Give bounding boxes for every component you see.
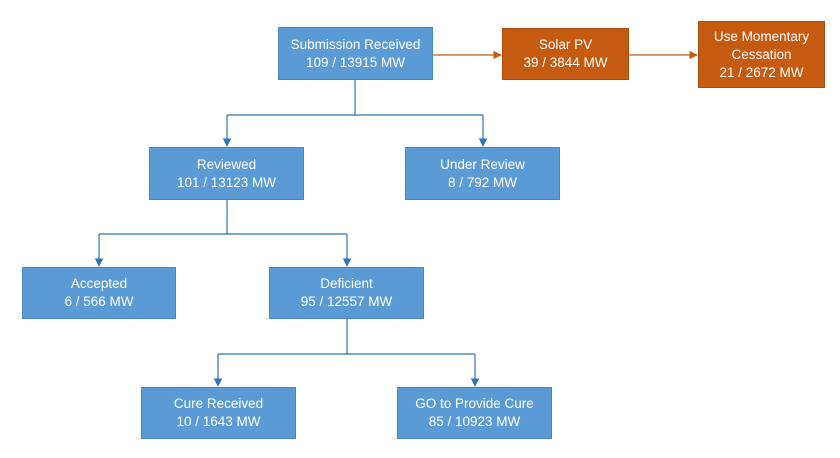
node-deficient-value: 95 / 12557 MW: [300, 294, 393, 309]
node-use-momentary-cessation-value: 21 / 2672 MW: [719, 64, 804, 80]
node-solar-pv-label: Solar PV: [538, 37, 593, 52]
node-cure-received: Cure Received 10 / 1643 MW: [141, 387, 296, 439]
node-go-to-provide-cure: GO to Provide Cure 85 / 10923 MW: [397, 387, 552, 439]
node-go-to-provide-cure-value: 85 / 10923 MW: [428, 414, 521, 429]
node-submission-received-label: Submission Received: [290, 36, 421, 52]
node-cure-received-label: Cure Received: [173, 396, 264, 411]
node-use-momentary-cessation: Use Momentary Cessation 21 / 2672 MW: [698, 21, 825, 88]
node-under-review-label: Under Review: [440, 156, 525, 172]
node-accepted-value: 6 / 566 MW: [64, 294, 134, 309]
node-submission-received-value: 109 / 13915 MW: [305, 54, 406, 70]
node-reviewed-label: Reviewed: [196, 156, 257, 172]
node-accepted: Accepted 6 / 566 MW: [22, 267, 176, 319]
node-deficient: Deficient 95 / 12557 MW: [269, 267, 424, 319]
node-accepted-label: Accepted: [70, 276, 128, 291]
node-solar-pv: Solar PV 39 / 3844 MW: [502, 28, 629, 80]
node-under-review: Under Review 8 / 792 MW: [405, 147, 560, 200]
node-under-review-value: 8 / 792 MW: [447, 174, 518, 190]
node-use-momentary-cessation-label: Use Momentary: [713, 28, 810, 44]
node-solar-pv-value: 39 / 3844 MW: [523, 55, 608, 70]
node-cure-received-value: 10 / 1643 MW: [176, 414, 261, 429]
node-go-to-provide-cure-label: GO to Provide Cure: [415, 396, 534, 411]
node-submission-received: Submission Received 109 / 13915 MW: [278, 27, 433, 80]
node-reviewed-value: 101 / 13123 MW: [176, 174, 277, 190]
node-reviewed: Reviewed 101 / 13123 MW: [149, 147, 304, 200]
node-deficient-label: Deficient: [320, 276, 373, 291]
node-use-momentary-cessation-label2: Cessation: [731, 46, 792, 62]
